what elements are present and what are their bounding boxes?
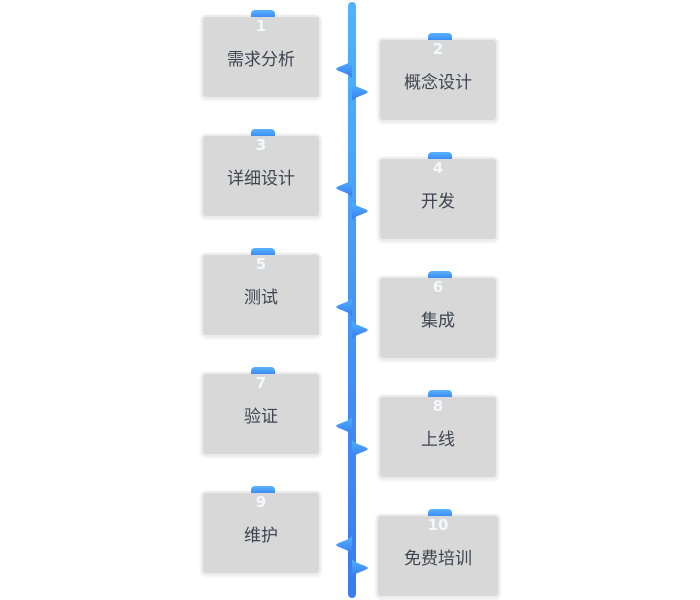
step-card-5: 5 测试 [201, 248, 321, 337]
step-label-3: 详细设计 [227, 169, 295, 189]
step-tab-2 [428, 33, 452, 40]
step-card-9: 9 维护 [201, 486, 321, 575]
timeline-connector-2 [352, 83, 368, 101]
step-card-7: 7 验证 [201, 367, 321, 456]
timeline-connector-10 [352, 559, 368, 577]
step-tab-1 [251, 10, 275, 17]
step-label-9: 维护 [244, 526, 278, 546]
timeline-connector-4 [352, 202, 368, 220]
step-label-5: 测试 [244, 288, 278, 308]
step-card-1: 1 需求分析 [201, 10, 321, 99]
step-card-6: 6 集成 [378, 271, 498, 360]
step-tab-7 [251, 367, 275, 374]
step-card-2: 2 概念设计 [378, 33, 498, 122]
step-label-6: 集成 [421, 311, 455, 331]
step-tab-3 [251, 129, 275, 136]
step-number-9: 9 [255, 493, 267, 511]
step-label-8: 上线 [421, 430, 455, 450]
step-card-3: 3 详细设计 [201, 129, 321, 218]
step-tab-8 [428, 390, 452, 397]
step-number-4: 4 [432, 159, 444, 177]
step-number-10: 10 [427, 516, 449, 534]
step-label-2: 概念设计 [404, 73, 472, 93]
step-card-8: 8 上线 [378, 390, 498, 479]
step-number-5: 5 [255, 255, 267, 273]
step-number-2: 2 [432, 40, 444, 58]
timeline-connector-6 [352, 321, 368, 339]
step-tab-9 [251, 486, 275, 493]
timeline-connector-9 [336, 536, 352, 554]
step-label-10: 免费培训 [404, 549, 472, 569]
step-tab-4 [428, 152, 452, 159]
step-label-7: 验证 [244, 407, 278, 427]
step-card-4: 4 开发 [378, 152, 498, 241]
step-number-7: 7 [255, 374, 267, 392]
timeline-connector-8 [352, 440, 368, 458]
timeline-connector-1 [336, 60, 352, 78]
timeline-connector-7 [336, 417, 352, 435]
step-card-10: 10 免费培训 [376, 509, 500, 598]
step-number-1: 1 [255, 17, 267, 35]
step-number-6: 6 [432, 278, 444, 296]
step-number-3: 3 [255, 136, 267, 154]
timeline-connector-3 [336, 179, 352, 197]
step-tab-5 [251, 248, 275, 255]
step-tab-10 [428, 509, 452, 516]
step-label-1: 需求分析 [227, 50, 295, 70]
step-tab-6 [428, 271, 452, 278]
step-label-4: 开发 [421, 192, 455, 212]
timeline-connector-5 [336, 298, 352, 316]
step-number-8: 8 [432, 397, 444, 415]
